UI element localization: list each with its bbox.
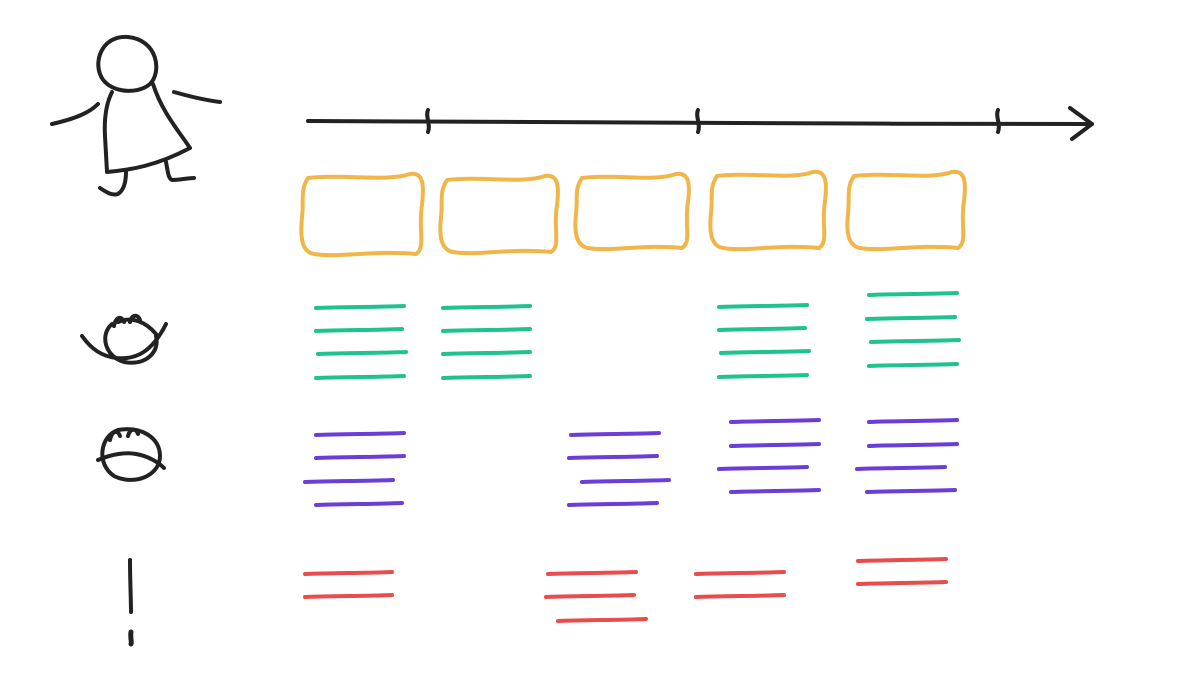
emotion-line (856, 557, 948, 563)
timeline-ticks (425, 108, 1001, 134)
emotion-line (856, 580, 948, 586)
emotion-line (441, 350, 532, 356)
emotion-line (717, 303, 809, 309)
emotion-line (867, 418, 959, 424)
timeline-tick (695, 108, 701, 134)
emotion-line (567, 454, 659, 460)
smiling-face-icon (80, 313, 168, 365)
emotion-line (694, 570, 786, 576)
emotion-line (729, 488, 821, 494)
stage-box (573, 171, 691, 252)
stage-box (299, 171, 425, 258)
emotion-line (580, 478, 671, 484)
emotion-line (441, 374, 532, 380)
emotion-line (314, 454, 406, 460)
emotion-line (869, 338, 961, 344)
stick-figure-icon (50, 34, 222, 197)
emotion-line (567, 501, 659, 507)
emotion-line (694, 593, 786, 599)
emotion-line (717, 465, 809, 471)
emotion-line (867, 442, 959, 448)
emotion-line (717, 326, 807, 332)
journey-stages (299, 169, 967, 258)
emotion-line (556, 617, 648, 623)
emotion-line (865, 488, 957, 494)
positive-emotion-row (314, 291, 961, 380)
pain-emotion-row (303, 557, 948, 623)
emotion-line (441, 304, 532, 310)
emotion-line (441, 327, 532, 333)
emotion-line (316, 350, 408, 356)
negative-emotion-row (303, 418, 959, 507)
emotion-line (569, 431, 661, 437)
timeline-tick (995, 108, 1001, 134)
emotion-line (867, 362, 959, 368)
emotion-line (729, 442, 821, 448)
emotion-line (729, 418, 821, 424)
emotion-line (314, 501, 404, 507)
frowning-face-icon (96, 427, 166, 482)
emotion-lines (303, 291, 961, 623)
emotion-line (717, 373, 809, 379)
emotion-line (314, 431, 406, 437)
stage-box (708, 169, 828, 252)
emotion-line (314, 304, 406, 310)
exclamation-mark-icon (128, 558, 134, 647)
emotion-line (865, 315, 957, 321)
emotion-line (314, 327, 404, 333)
emotion-line (867, 291, 959, 297)
emotion-line (544, 593, 636, 599)
timeline-arrow (306, 106, 1094, 141)
emotion-line (303, 478, 395, 484)
emotion-line (719, 349, 811, 355)
emotion-line (855, 465, 947, 471)
emotion-line (546, 570, 638, 576)
stage-box (438, 173, 560, 256)
emotion-line (303, 593, 394, 599)
stage-box (845, 169, 967, 252)
emotion-line (303, 570, 394, 576)
emotion-line (314, 374, 406, 380)
timeline-tick (425, 108, 431, 134)
